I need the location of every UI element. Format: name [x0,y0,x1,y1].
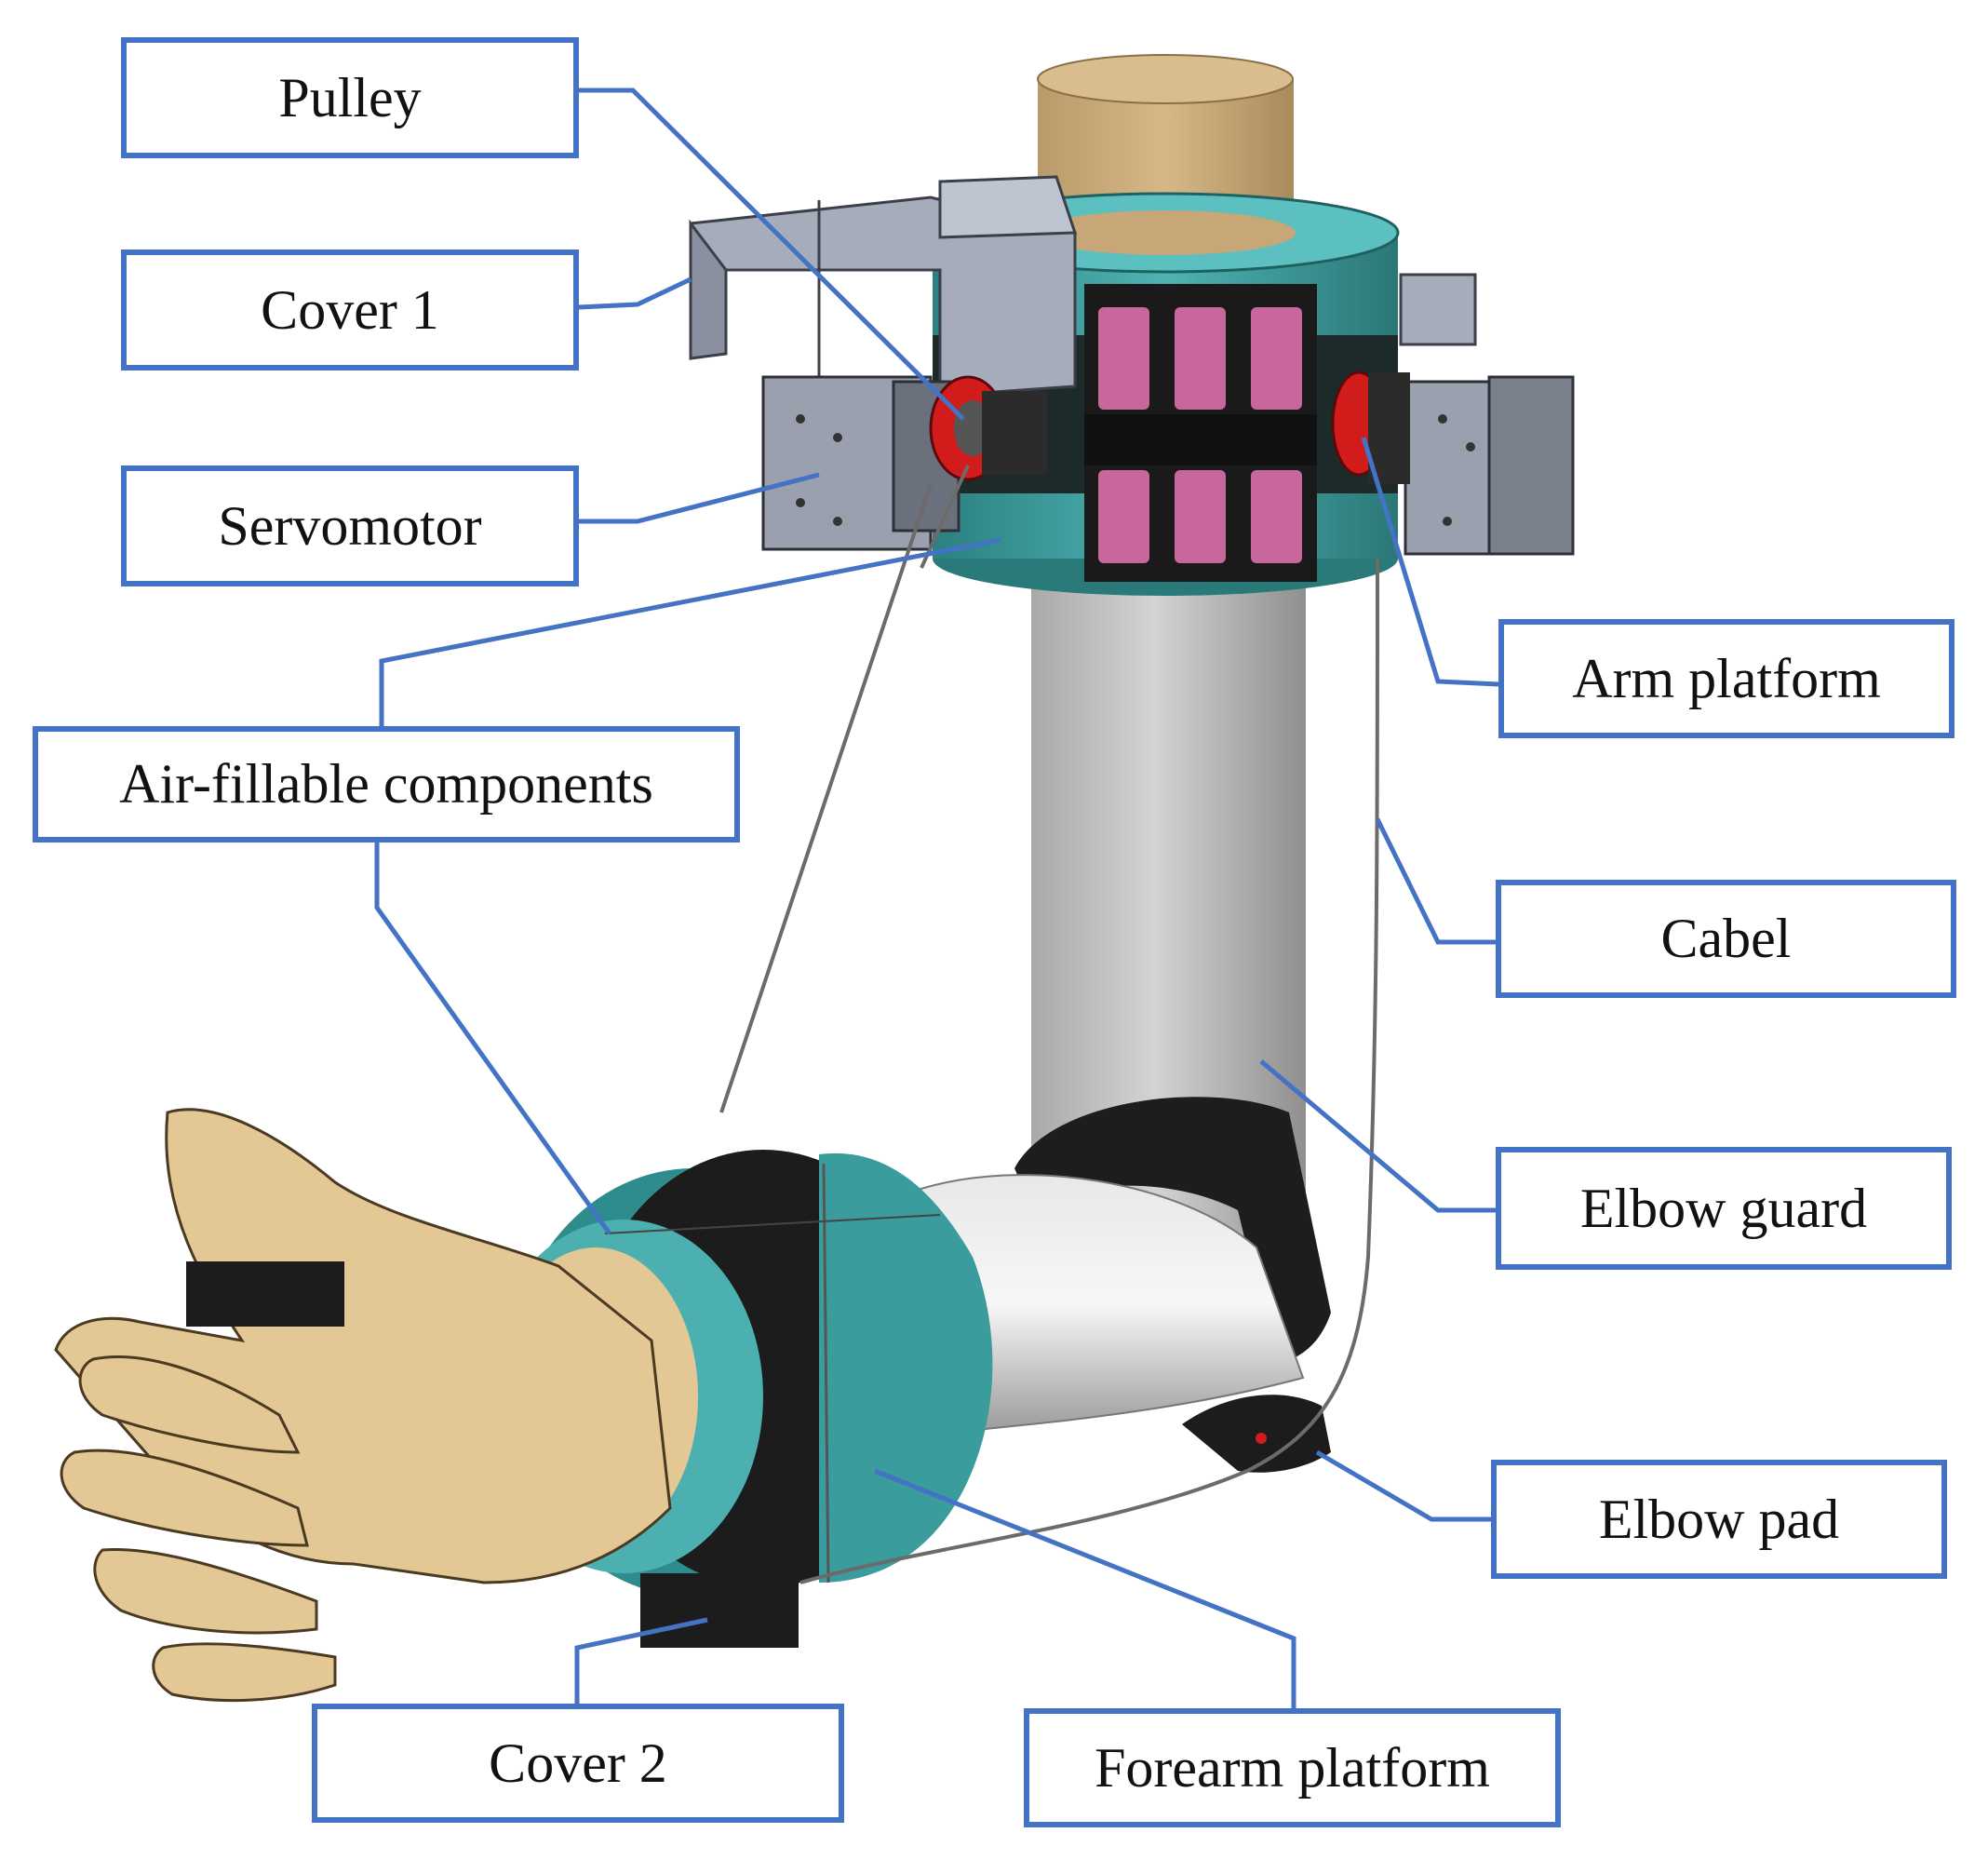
label-elbow-guard: Elbow guard [1496,1147,1952,1270]
label-arm-platform-text: Arm platform [1572,647,1881,709]
elbow-pad [1182,1395,1331,1473]
forearm-platform-leader [874,1468,1296,1708]
label-servomotor: Servomotor [121,465,579,586]
label-cabel: Cabel [1496,880,1956,998]
label-air-fillable-components-text: Air-fillable components [119,753,653,815]
label-pulley-text: Pulley [278,66,422,128]
cover2-leader [574,1617,708,1704]
air-fillable-leader-bottom [374,842,612,1235]
exoskeleton-model [54,54,1575,1703]
label-forearm-platform-text: Forearm platform [1095,1736,1490,1799]
label-cover-2-text: Cover 2 [489,1732,667,1794]
label-cover-1-text: Cover 1 [261,278,439,341]
cover1-leader [578,276,692,310]
label-forearm-platform: Forearm platform [1024,1708,1561,1827]
arm-platform-leader [1361,437,1499,687]
cover-2-block [640,1573,799,1648]
forearm-tube [910,1174,1305,1435]
label-cover-1: Cover 1 [121,249,579,371]
left-servomotor [761,375,960,551]
label-cover-2: Cover 2 [312,1704,844,1823]
right-pulley [1331,371,1410,484]
cabel-leader [1375,817,1496,945]
elbow-pad-leader [1315,1449,1491,1522]
elbow-guard-leader [1259,1059,1496,1213]
arm-platform-modules [1084,284,1317,582]
label-cabel-text: Cabel [1660,908,1792,969]
label-elbow-pad: Elbow pad [1491,1460,1947,1579]
servomotor-leader [579,472,820,524]
label-servomotor-text: Servomotor [218,494,482,557]
callout-lines [374,88,1499,1708]
pulley-leader [579,88,965,421]
left-pulley [929,375,1047,481]
cables [719,465,1379,1584]
cover-1-bracket [689,175,1078,398]
air-fillable-leader-top [379,537,1001,726]
elbow-guard [1014,1097,1331,1364]
label-pulley: Pulley [121,37,579,158]
hand-strap [186,1261,344,1327]
label-arm-platform: Arm platform [1498,619,1954,738]
label-elbow-pad-text: Elbow pad [1598,1488,1840,1550]
right-servomotor [1399,273,1575,556]
label-air-fillable-components: Air-fillable components [33,726,740,842]
hand [54,1108,672,1703]
label-elbow-guard-text: Elbow guard [1579,1177,1868,1239]
